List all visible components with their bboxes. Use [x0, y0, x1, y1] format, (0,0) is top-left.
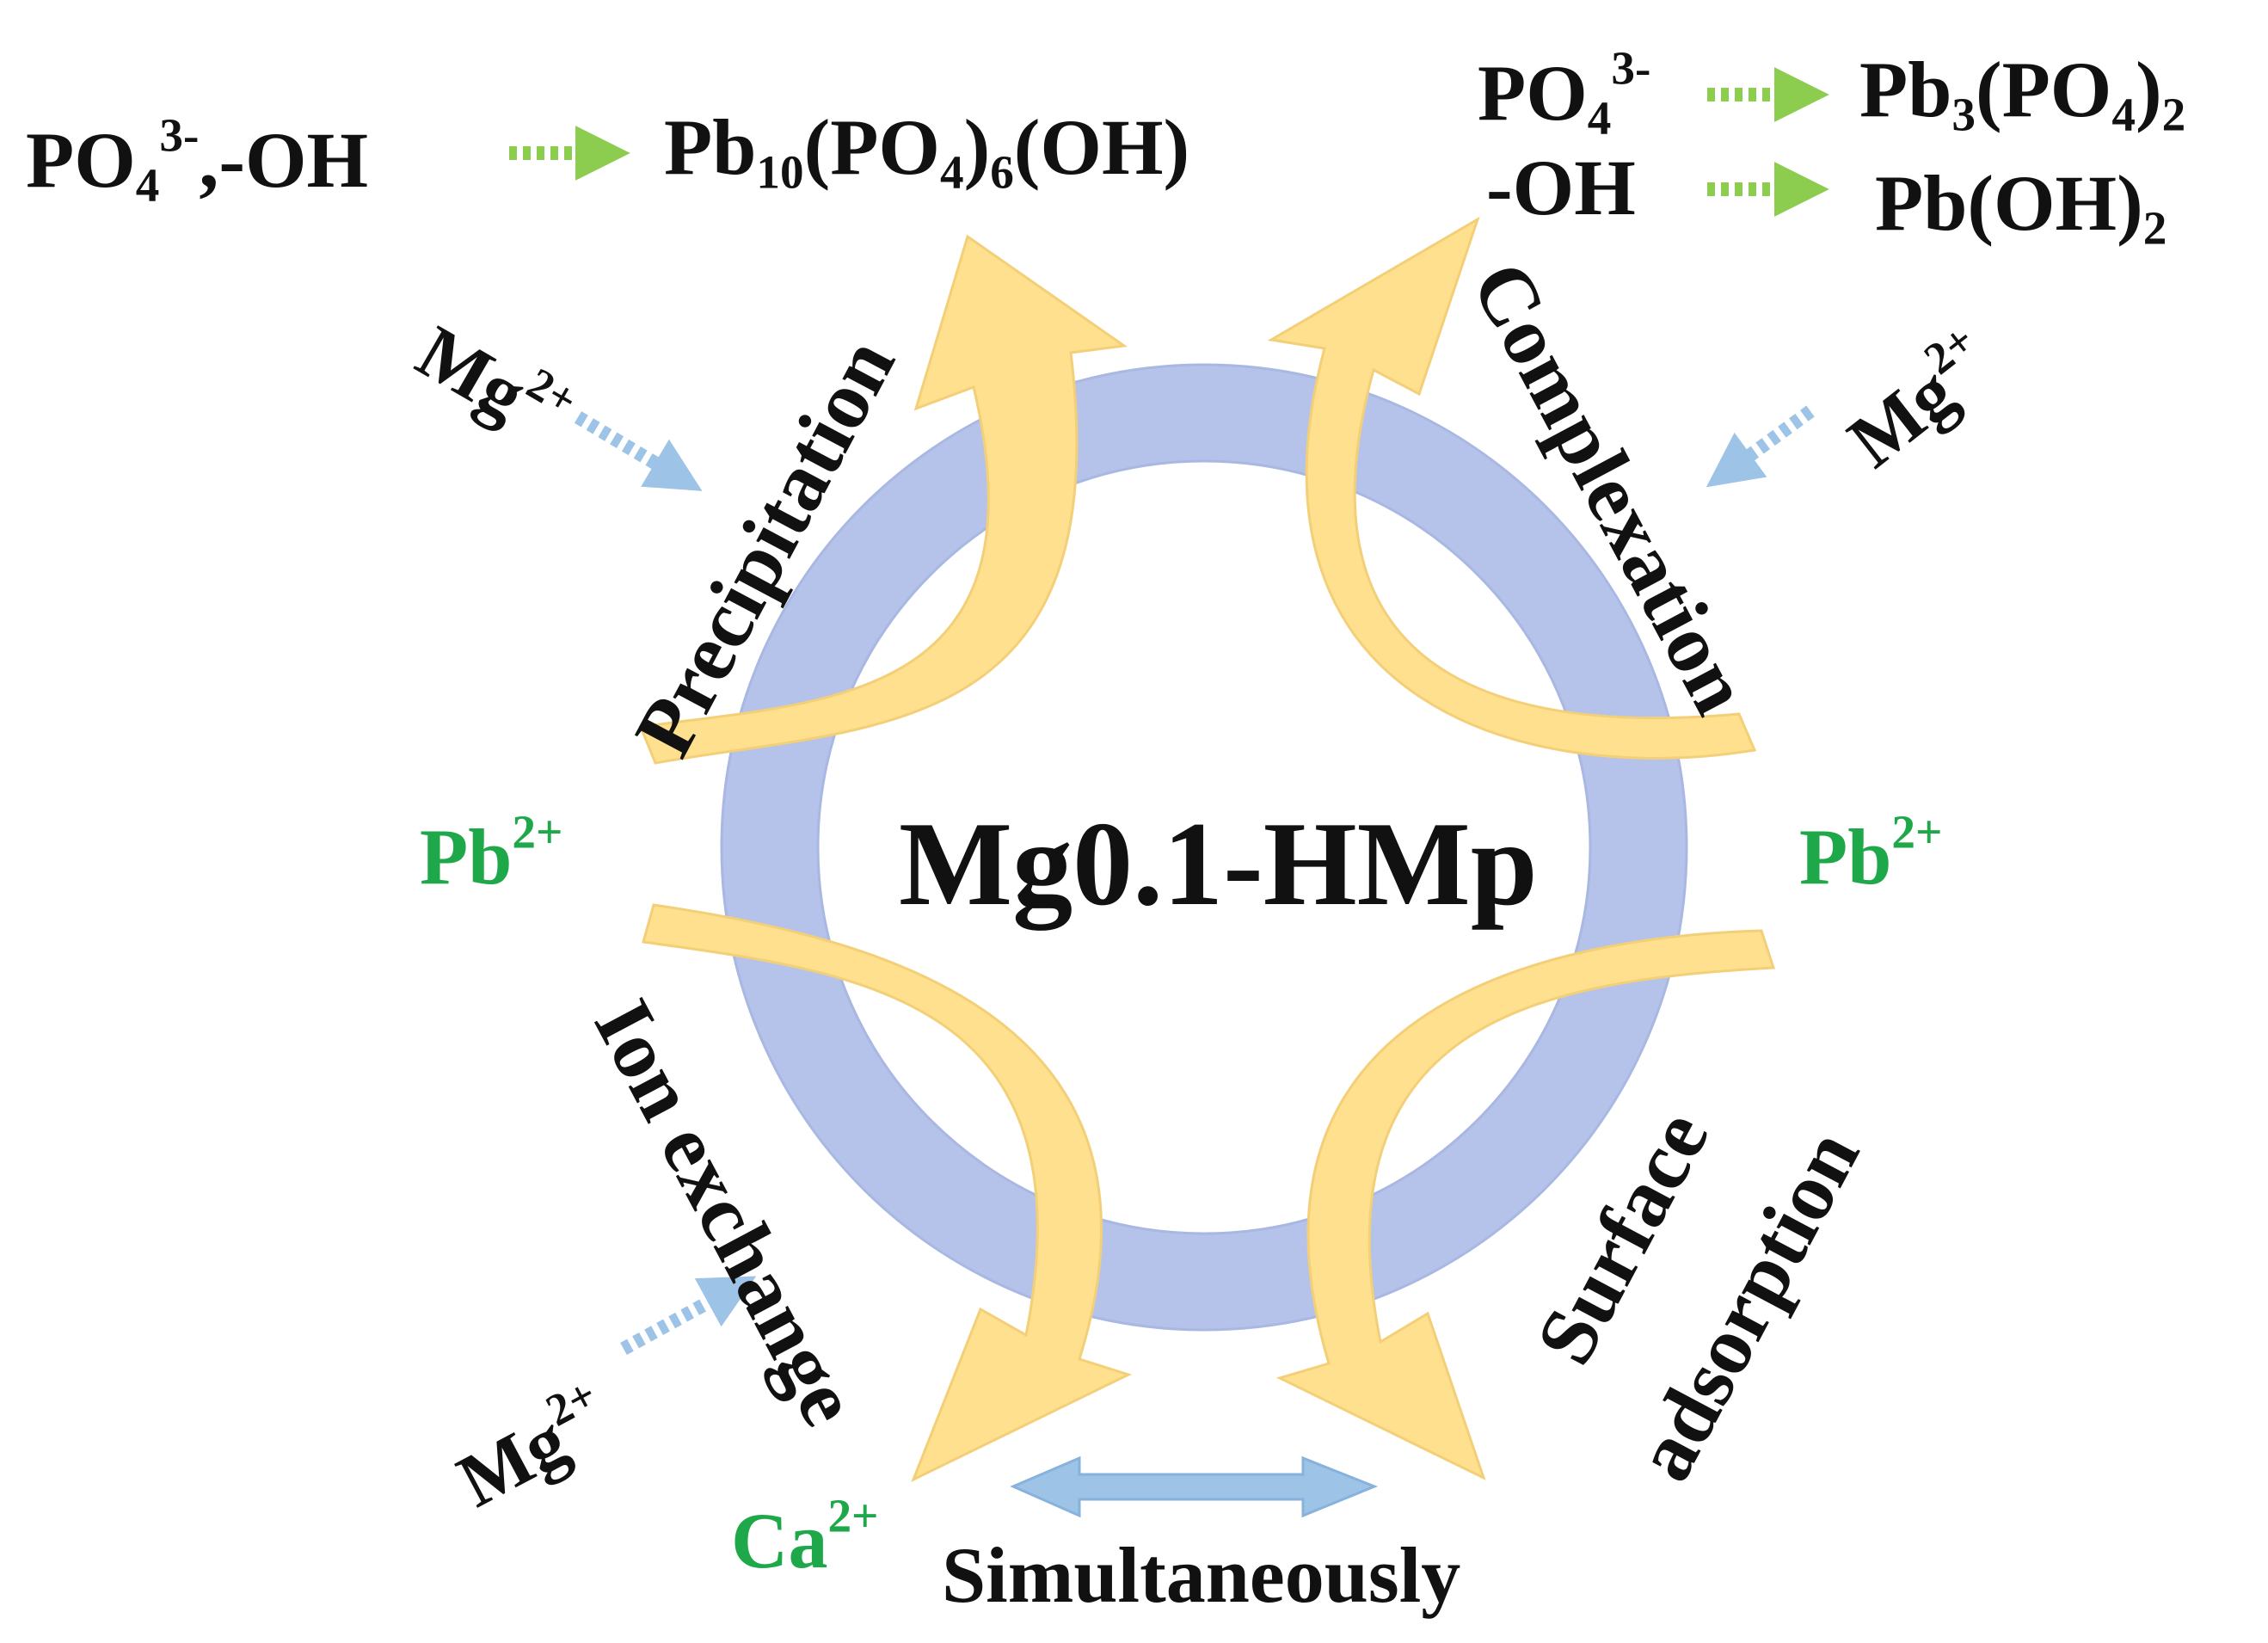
- left-reactant-po: PO: [26, 116, 136, 204]
- ca-ion-symbol: Ca: [731, 1497, 828, 1585]
- surface-adsorption-arc-arrow: [1275, 929, 1776, 1480]
- left-product-po: (PO: [803, 103, 940, 191]
- ion-exchange-arc-arrow: [642, 903, 1133, 1483]
- center-label: Mg0.1-HMp: [899, 797, 1538, 931]
- left-reactant-sup: 3-: [159, 108, 200, 162]
- right-product-1-close: ): [2135, 46, 2162, 133]
- left-product-sub2: 4: [939, 145, 964, 199]
- left-product-pb: Pb: [664, 103, 757, 191]
- mg-arrow-top-right: [1706, 405, 1815, 488]
- right-product-1-sub2: 4: [2111, 88, 2136, 141]
- right-reactant-2: -OH: [1486, 144, 1636, 231]
- pb-ion-right: Pb2+: [1799, 809, 1942, 896]
- mg-arrow-top-left: [574, 411, 703, 491]
- pb-ion-left: Pb2+: [420, 809, 562, 896]
- mg-arrow-bottom-left: [620, 1276, 757, 1356]
- right-product-1-pb: Pb: [1859, 46, 1952, 133]
- left-reactant-sub: 4: [135, 158, 160, 212]
- simultaneously-double-arrow: [1010, 1455, 1379, 1518]
- left-product-sub1: 10: [756, 145, 804, 199]
- right-reactant-1-sup: 3-: [1611, 41, 1651, 95]
- right-product-1: Pb3(PO4)2: [1859, 50, 2185, 138]
- right-product-2: Pb(OH)2: [1875, 163, 2167, 252]
- left-product-oh: (OH): [1013, 103, 1190, 191]
- pb-ion-left-charge: 2+: [512, 805, 563, 858]
- pb-ion-left-symbol: Pb: [420, 813, 513, 901]
- sorbent-ring: [722, 366, 1686, 1329]
- left-reactant-oh: ,-OH: [199, 116, 369, 204]
- pb-ion-right-charge: 2+: [1891, 805, 1943, 858]
- simultaneously-label: Simultaneously: [942, 1531, 1461, 1619]
- right-product-1-po: (PO: [1975, 46, 2112, 133]
- pb-ion-right-symbol: Pb: [1799, 813, 1892, 901]
- left-product-close: ): [963, 103, 991, 191]
- sorbent-ring-outline: [720, 363, 1688, 1332]
- right-product-1-sub1: 3: [1951, 88, 1976, 141]
- precipitation-arc-arrow: [638, 234, 1128, 765]
- ca-ion-charge: 2+: [827, 1489, 879, 1542]
- left-product-sub3: 6: [990, 145, 1014, 199]
- right-reactant-1-po: PO: [1478, 49, 1588, 137]
- sorbent-ring-inner-outline: [816, 459, 1592, 1235]
- right-reactant-1: PO43-: [1478, 45, 1650, 142]
- right-product-2-sub: 2: [2142, 201, 2167, 255]
- left-product: Pb10(PO4)6(OH): [664, 108, 1189, 196]
- right-product-1-sub3: 2: [2161, 88, 2186, 141]
- ca-ion: Ca2+: [731, 1492, 879, 1580]
- right-product-2-pboh: Pb(OH): [1875, 159, 2143, 247]
- left-reactant: PO43-,-OH: [26, 112, 368, 209]
- complexation-arc-arrow: [1267, 216, 1757, 760]
- right-reactant-1-sub: 4: [1587, 91, 1612, 145]
